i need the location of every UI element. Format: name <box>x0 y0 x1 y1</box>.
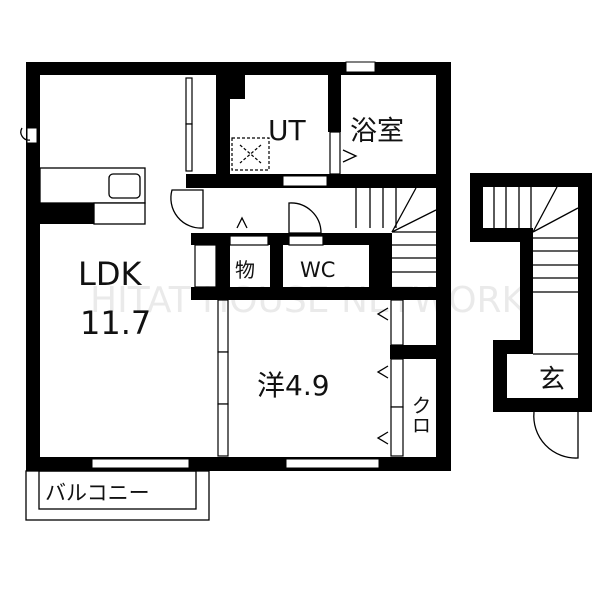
wall-left <box>26 62 40 471</box>
sliding-door[interactable] <box>217 351 229 405</box>
ut-door-opening <box>282 175 328 187</box>
arrow-icon <box>342 149 358 163</box>
entrance-door[interactable] <box>533 411 579 459</box>
wall-closet-divider <box>390 345 436 359</box>
arrow-icon <box>376 431 389 445</box>
room-label-wc: WC <box>300 258 335 282</box>
staircase-tower <box>493 186 579 355</box>
ldk-door[interactable] <box>170 189 204 229</box>
closet-door[interactable] <box>390 299 404 346</box>
arrow-icon <box>376 365 389 379</box>
arrow-icon <box>376 307 389 321</box>
balcony <box>25 470 210 521</box>
room-label-storage: 物 <box>235 258 255 282</box>
sliding-door[interactable] <box>217 403 229 457</box>
room-label-closet: クロ <box>408 395 432 435</box>
bath-sliding-door[interactable] <box>329 131 341 175</box>
storage-door[interactable] <box>229 235 269 246</box>
wall-right <box>436 62 451 471</box>
wall-top <box>26 62 451 75</box>
wall-wc-right <box>369 233 392 300</box>
ldk-window <box>91 458 190 469</box>
room-label-ldk: LDK <box>78 255 142 293</box>
ut-column <box>230 75 245 99</box>
shelf <box>194 244 217 288</box>
room-label-entrance: 玄 <box>539 365 565 395</box>
wall-ut-bath <box>328 75 341 132</box>
kitchen-wall <box>40 203 94 224</box>
side-window <box>26 127 38 144</box>
room-size-ldk: 11.7 <box>80 304 151 342</box>
sink-icon <box>108 173 141 199</box>
wall-storage-left <box>216 233 230 300</box>
wall-bottom <box>26 457 451 471</box>
wall-storage-wc <box>270 233 283 300</box>
washer-space-icon <box>231 137 270 171</box>
staircase <box>355 187 437 273</box>
bath-window <box>345 61 376 73</box>
stair-tower-walls <box>470 173 592 412</box>
closet-door[interactable] <box>390 358 404 408</box>
watermark: HITAT HOUSE NETWORK <box>90 280 527 321</box>
kitchen-counter-end <box>93 202 146 225</box>
room-label-balcony: バルコニー <box>45 481 150 505</box>
room-label-bath: 浴室 <box>350 116 404 147</box>
room-label-western: 洋4.9 <box>257 369 330 402</box>
wc-door[interactable] <box>288 202 322 234</box>
wall-ldk-ut <box>216 75 230 188</box>
closet-door[interactable] <box>185 123 193 172</box>
closet-door[interactable] <box>185 77 193 125</box>
arrow-icon <box>236 216 248 229</box>
side-door <box>20 127 31 141</box>
closet-door[interactable] <box>390 406 404 457</box>
wc-door-opening[interactable] <box>288 235 324 246</box>
western-window <box>285 458 380 469</box>
room-label-ut: UT <box>268 114 306 147</box>
